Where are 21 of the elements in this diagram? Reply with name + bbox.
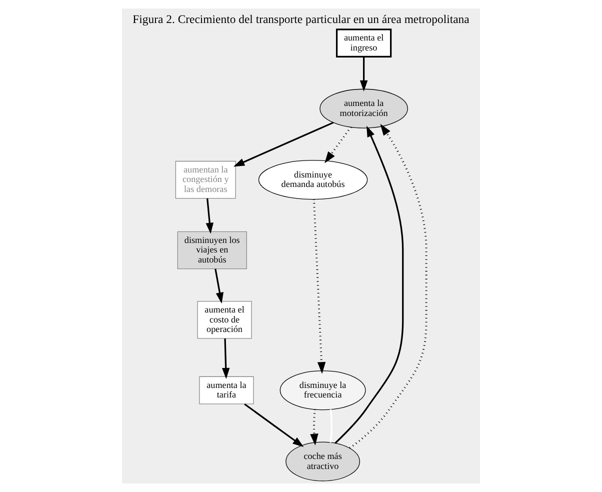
node-ellipse: disminuye la frecuencia bbox=[280, 370, 366, 410]
arrow bbox=[310, 409, 318, 446]
node-box: aumenta el costo de operación bbox=[197, 301, 252, 339]
node-box: disminuyen los viajes en autobús bbox=[177, 231, 247, 270]
arrow bbox=[206, 198, 214, 234]
node-box: aumenta la tarifa bbox=[199, 376, 254, 404]
diagram-title: Figura 2. Crecimiento del transporte particular en un área metropolitana bbox=[132, 13, 470, 26]
node-ellipse: aumenta la motorización bbox=[320, 88, 408, 128]
arrow bbox=[244, 403, 304, 448]
arrow bbox=[360, 57, 368, 92]
arrow bbox=[324, 126, 352, 164]
arrow bbox=[214, 268, 224, 304]
node-ellipse: coche más atractivo bbox=[286, 442, 360, 482]
arrow bbox=[222, 338, 230, 380]
arrow bbox=[312, 199, 326, 374]
node-box: aumenta el ingreso bbox=[336, 28, 392, 58]
node-box: aumentan la congestión y las demoras bbox=[175, 160, 236, 199]
arrow bbox=[233, 122, 334, 167]
arrow bbox=[349, 124, 428, 449]
node-ellipse: disminuye demanda autobús bbox=[258, 160, 368, 200]
arrow bbox=[334, 126, 404, 444]
